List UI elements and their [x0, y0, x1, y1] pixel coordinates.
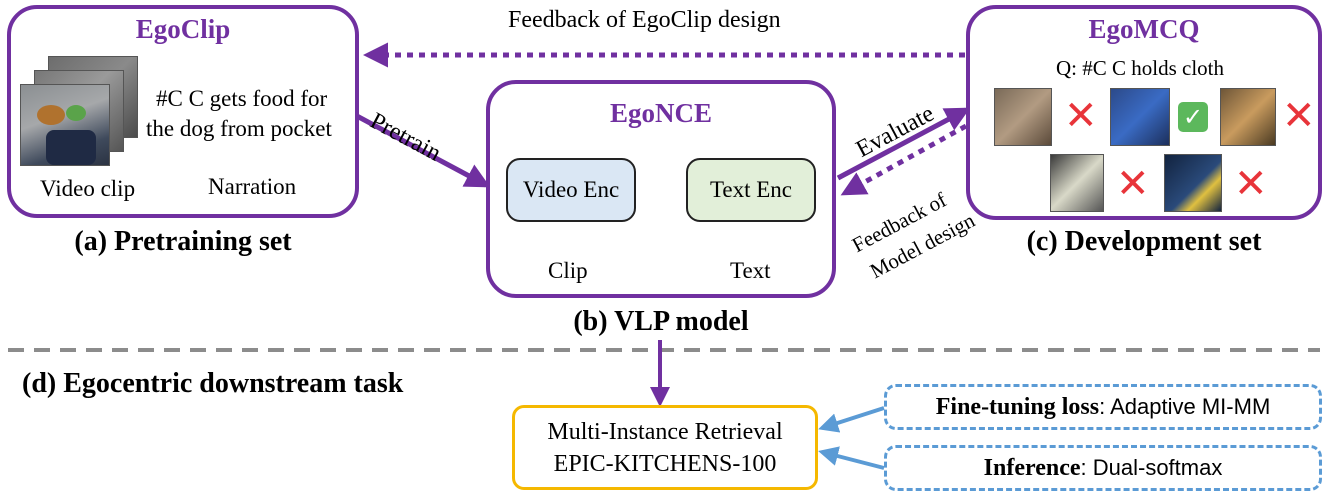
downstream-caption: (d) Egocentric downstream task	[22, 368, 404, 399]
video-encoder-box: Video Enc	[506, 158, 636, 222]
task-line-1: Multi-Instance Retrieval	[547, 418, 783, 445]
mcq-option-1-thumbnail	[994, 88, 1052, 146]
inference-value: : Dual-softmax	[1080, 455, 1223, 480]
narration-line-1: #C C gets food for	[156, 86, 328, 111]
text-encoder-box: Text Enc	[686, 158, 816, 222]
egonce-title: EgoNCE	[609, 98, 712, 128]
egomcq-title: EgoMCQ	[1088, 14, 1200, 44]
vlp-caption: (b) VLP model	[573, 306, 749, 337]
video-frame-illustration	[37, 105, 96, 165]
evaluate-arrow	[836, 107, 971, 181]
fine-tuning-loss-box: Fine-tuning loss: Adaptive MI-MM	[884, 384, 1322, 430]
inference-arrow	[818, 446, 885, 470]
multi-instance-retrieval-box: Multi-Instance Retrieval EPIC-KITCHENS-1…	[512, 405, 818, 490]
pretraining-caption: (a) Pretraining set	[74, 226, 292, 257]
development-caption: (c) Development set	[1026, 226, 1262, 257]
text-input-label: Text	[730, 258, 771, 283]
egoclip-title: EgoClip	[135, 14, 231, 44]
mcq-option-5-thumbnail	[1164, 154, 1222, 212]
mcq-option-2-thumbnail	[1110, 88, 1170, 146]
loss-arrow	[818, 406, 885, 433]
narration-line-2: the dog from pocket	[146, 116, 332, 141]
check-icon: ✓	[1178, 102, 1208, 132]
mcq-question: Q: #C C holds cloth	[1056, 56, 1225, 80]
cross-icon: ✕	[1234, 161, 1268, 207]
mcq-option-3-thumbnail	[1220, 88, 1276, 146]
narration-label: Narration	[208, 174, 297, 199]
fine-tuning-loss-value: : Adaptive MI-MM	[1099, 394, 1271, 419]
pretrain-arrow	[353, 112, 491, 188]
task-line-2: EPIC-KITCHENS-100	[553, 450, 777, 477]
cross-icon: ✕	[1282, 93, 1316, 139]
inference-box: Inference: Dual-softmax	[884, 445, 1322, 491]
video-clip-label: Video clip	[40, 176, 136, 201]
feedback-design-label: Feedback of EgoClip design	[508, 7, 781, 33]
clip-input-label: Clip	[548, 258, 588, 283]
video-frame-front	[20, 84, 110, 166]
cross-icon: ✕	[1116, 161, 1150, 207]
mcq-option-4-thumbnail	[1050, 154, 1104, 212]
cross-icon: ✕	[1064, 93, 1098, 139]
fine-tuning-loss-label: Fine-tuning loss	[935, 393, 1100, 420]
inference-label: Inference	[983, 454, 1081, 481]
